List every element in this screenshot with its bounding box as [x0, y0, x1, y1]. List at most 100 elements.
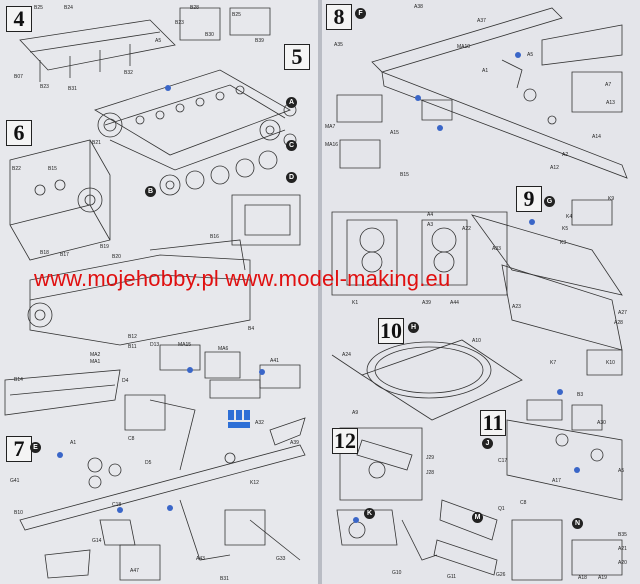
part-label: A10	[472, 338, 481, 344]
part-label: C17	[498, 458, 508, 464]
subassembly-marker-j: J	[482, 438, 493, 449]
part-label: B14	[14, 377, 23, 383]
part-label: A5	[618, 468, 625, 474]
part-label: B20	[112, 254, 121, 260]
part-label: G11	[447, 574, 457, 580]
part-label: MA7	[325, 124, 336, 130]
part-label: A41	[270, 358, 279, 364]
subassembly-marker-d: D	[286, 172, 297, 183]
part-label: G26	[496, 572, 506, 578]
subassembly-marker-e: E	[30, 442, 41, 453]
part-label: A24	[342, 352, 351, 358]
part-label: A12	[550, 165, 559, 171]
part-label: A23	[512, 304, 521, 310]
part-label: B21	[92, 140, 101, 146]
part-label: B25	[34, 5, 43, 11]
part-label: MA1	[90, 359, 101, 365]
subassembly-marker-b: B	[145, 186, 156, 197]
part-label: A37	[477, 18, 486, 24]
part-label: G41	[10, 478, 20, 484]
part-label: A47	[130, 568, 139, 574]
part-label: K4	[566, 214, 573, 220]
step-number-4: 4	[6, 6, 32, 32]
part-label: A5	[527, 52, 534, 58]
part-label: A3	[427, 222, 434, 228]
step-number-10: 10	[378, 318, 404, 344]
part-label: B3	[577, 392, 584, 398]
part-label: A33	[492, 246, 501, 252]
subassembly-marker-g: G	[544, 196, 555, 207]
part-label: B10	[14, 510, 23, 516]
part-label: K9	[608, 196, 615, 202]
step-number-12: 12	[332, 428, 358, 454]
assembly-drawing-left	[4, 7, 306, 581]
page-gutter	[318, 0, 322, 584]
part-label: J29	[426, 455, 435, 461]
part-label: B18	[40, 250, 49, 256]
part-label: A43	[196, 556, 205, 562]
part-label: B15	[48, 166, 57, 172]
subassembly-marker-n: N	[572, 518, 583, 529]
part-label: B32	[124, 70, 133, 76]
part-label: A22	[462, 226, 471, 232]
part-label: A4	[427, 212, 434, 218]
part-label: G10	[392, 570, 402, 576]
part-label: MA15	[178, 342, 192, 348]
part-label: K1	[352, 300, 359, 306]
part-label: A7	[605, 82, 612, 88]
part-label: A15	[390, 130, 399, 136]
instruction-page-right: 8 9 10 11 12 F G H J K M N A38 A37 A35 M…	[322, 0, 640, 584]
part-label: B30	[205, 32, 214, 38]
part-label: C8	[128, 436, 135, 442]
part-label: A13	[606, 100, 615, 106]
part-label: A9	[352, 410, 359, 416]
part-label: B11	[128, 344, 137, 350]
part-label: K5	[562, 226, 569, 232]
part-label: B31	[68, 86, 77, 92]
part-label: MA10	[457, 44, 471, 50]
part-label: K3	[560, 240, 567, 246]
step-number-9: 9	[516, 186, 542, 212]
part-label: B15	[400, 172, 409, 178]
part-label: A18	[578, 575, 587, 581]
part-label: A39	[422, 300, 431, 306]
part-label: A30	[597, 420, 606, 426]
part-label: A35	[334, 42, 343, 48]
part-label: K10	[606, 360, 615, 366]
part-label: Q1	[498, 506, 505, 512]
part-label: A27	[618, 310, 627, 316]
part-label: A17	[552, 478, 561, 484]
step-number-5: 5	[284, 44, 310, 70]
part-label: A19	[598, 575, 607, 581]
instruction-page-left: 4 5 6 7 A C D B E B25 B24 B28 B23 B25 B3…	[0, 0, 318, 584]
assembly-drawing-right	[331, 7, 628, 581]
part-label: B16	[210, 234, 219, 240]
part-label: D4	[122, 378, 129, 384]
step-number-8: 8	[326, 4, 352, 30]
part-label: G33	[276, 556, 286, 562]
part-label: B23	[40, 84, 49, 90]
step-number-11: 11	[480, 410, 506, 436]
part-label: B31	[220, 576, 229, 582]
part-label: D13	[150, 342, 160, 348]
part-label: B25	[232, 12, 241, 18]
part-label: A2	[562, 152, 569, 158]
step-number-6: 6	[6, 120, 32, 146]
subassembly-marker-k: K	[364, 508, 375, 519]
part-label: G14	[92, 538, 102, 544]
part-label: A1	[70, 440, 77, 446]
subassembly-marker-f: F	[355, 8, 366, 19]
part-label: B23	[175, 20, 184, 26]
subassembly-marker-a: A	[286, 97, 297, 108]
part-label: A28	[614, 320, 623, 326]
step-number-7: 7	[6, 436, 32, 462]
part-label: A44	[450, 300, 459, 306]
part-label: J28	[426, 470, 435, 476]
part-label: B22	[12, 166, 21, 172]
part-label: A38	[414, 4, 423, 10]
part-label: B4	[248, 326, 255, 332]
part-label: MA16	[325, 142, 339, 148]
part-label: K7	[550, 360, 557, 366]
subassembly-marker-h: H	[408, 322, 419, 333]
part-label: B28	[190, 5, 199, 11]
